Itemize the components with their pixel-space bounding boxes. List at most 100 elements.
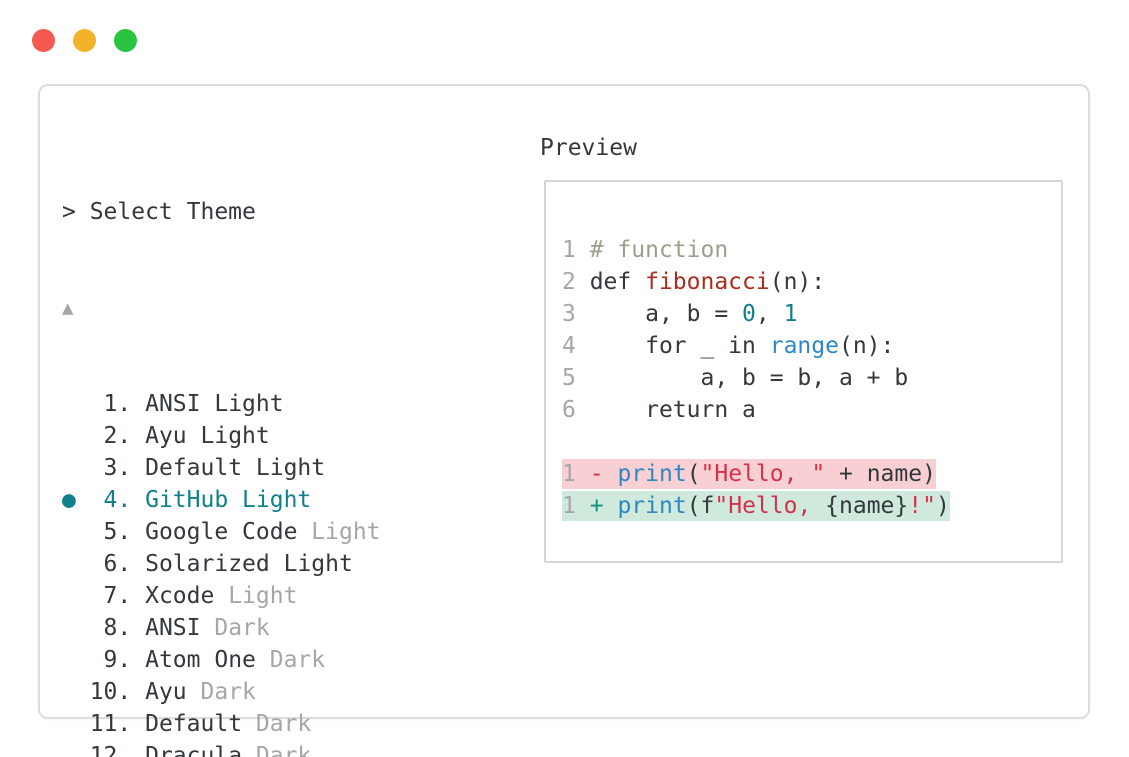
- theme-list-item[interactable]: 1. ANSI Light: [62, 388, 879, 420]
- diff-line-added: 1 + print(f"Hello, {name}!"): [562, 490, 1061, 522]
- theme-list-item[interactable]: ● 4. GitHub Light: [62, 484, 879, 516]
- text-segment: 6.: [75, 551, 146, 577]
- text-segment: Light: [228, 583, 298, 609]
- text-segment: [604, 493, 618, 519]
- diff-line-removed: 1 - print("Hello, " + name): [562, 458, 1061, 490]
- text-segment: fibonacci: [645, 269, 770, 295]
- diff-highlight: 1 - print("Hello, " + name): [562, 459, 936, 489]
- text-segment: ANSI: [145, 391, 215, 417]
- text-segment: Dark: [269, 647, 326, 673]
- text-segment: 2: [562, 269, 590, 295]
- text-segment: for _ in: [589, 333, 770, 359]
- theme-list-item[interactable]: 2. Ayu Light: [62, 420, 879, 452]
- theme-list-item[interactable]: 9. Atom One Dark: [62, 644, 879, 676]
- text-segment: [62, 711, 76, 737]
- text-segment: Light: [242, 487, 312, 513]
- text-segment: GitHub: [145, 487, 243, 513]
- text-segment: [604, 461, 618, 487]
- text-segment: Dark: [200, 679, 256, 705]
- text-segment: Dark: [255, 743, 312, 757]
- code-line: 1 # function: [562, 234, 1061, 266]
- text-segment: return a: [589, 397, 756, 423]
- text-segment: 12.: [75, 743, 146, 757]
- text-segment: (n):: [838, 333, 895, 359]
- text-segment: 1: [783, 301, 798, 327]
- preview-title: Preview: [540, 135, 637, 161]
- theme-list-item[interactable]: 7. Xcode Light: [62, 580, 879, 612]
- text-segment: [62, 743, 76, 757]
- text-segment: [62, 391, 76, 417]
- text-segment: "Hello,: [714, 493, 826, 519]
- text-segment: 3.: [75, 455, 146, 481]
- text-segment: Atom One: [145, 647, 270, 673]
- app-window: > Select Theme ▲ 1. ANSI Light 2. Ayu Li…: [38, 84, 1090, 757]
- theme-list-item[interactable]: 10. Ayu Dark: [62, 676, 879, 708]
- text-segment: + name): [825, 461, 936, 487]
- theme-list-item[interactable]: 6. Solarized Light: [62, 548, 879, 580]
- text-segment: ,: [755, 301, 784, 327]
- text-segment: 7.: [75, 583, 146, 609]
- text-segment: (: [686, 461, 701, 487]
- text-segment: Light: [311, 519, 381, 545]
- text-segment: [576, 493, 590, 519]
- text-segment: 4.: [75, 487, 146, 513]
- window-controls: [32, 29, 137, 52]
- text-segment: ANSI: [145, 615, 215, 641]
- text-segment: a, b = b, a + b: [589, 365, 909, 391]
- text-segment: {name}: [825, 493, 909, 519]
- theme-list-item[interactable]: 12. Dracula Dark: [62, 740, 879, 757]
- text-segment: 5: [562, 365, 590, 391]
- text-segment: 0: [742, 301, 756, 327]
- text-segment: [62, 647, 76, 673]
- code-line: 2 def fibonacci(n):: [562, 266, 1061, 298]
- scroll-up-icon[interactable]: ▲: [62, 297, 74, 319]
- text-segment: [62, 423, 76, 449]
- text-segment: -: [589, 461, 604, 487]
- code-line: 3 a, b = 0, 1: [562, 298, 1061, 330]
- theme-selector-pane: > Select Theme ▲ 1. ANSI Light 2. Ayu Li…: [62, 132, 879, 757]
- close-button[interactable]: [32, 29, 55, 52]
- text-segment: Light: [200, 423, 270, 449]
- select-theme-prompt: > Select Theme: [62, 199, 256, 225]
- minimize-button[interactable]: [73, 29, 96, 52]
- theme-list-item[interactable]: 3. Default Light: [62, 452, 879, 484]
- text-segment: 3: [562, 301, 590, 327]
- text-segment: ●: [62, 487, 76, 513]
- text-segment: Light: [255, 455, 326, 481]
- theme-list-item[interactable]: 11. Default Dark: [62, 708, 879, 740]
- theme-list-item[interactable]: 5. Google Code Light: [62, 516, 879, 548]
- theme-list-item[interactable]: 8. ANSI Dark: [62, 612, 879, 644]
- text-segment: print: [617, 461, 687, 487]
- text-segment: [62, 551, 76, 577]
- text-segment: Dark: [214, 615, 270, 641]
- text-segment: [576, 461, 590, 487]
- code-line: 6 return a: [562, 394, 1061, 426]
- text-segment: Solarized: [145, 551, 284, 577]
- code-line: 5 a, b = b, a + b: [562, 362, 1061, 394]
- text-segment: range: [769, 333, 839, 359]
- text-segment: (f: [686, 493, 715, 519]
- text-segment: +: [589, 493, 604, 519]
- text-segment: Dracula: [145, 743, 256, 757]
- text-segment: Ayu: [145, 423, 201, 449]
- text-segment: 11.: [75, 711, 146, 737]
- text-segment: Google Code: [145, 519, 312, 545]
- text-segment: a, b =: [589, 301, 743, 327]
- code-line: 4 for _ in range(n):: [562, 330, 1061, 362]
- text-segment: 1.: [75, 391, 146, 417]
- text-segment: 8.: [75, 615, 146, 641]
- text-segment: Xcode: [145, 583, 229, 609]
- text-segment: [62, 615, 76, 641]
- text-segment: [62, 679, 76, 705]
- text-segment: Default: [145, 711, 256, 737]
- text-segment: (n):: [769, 269, 826, 295]
- blank-line: [562, 426, 1061, 458]
- zoom-button[interactable]: [114, 29, 137, 52]
- text-segment: Default: [145, 455, 256, 481]
- text-segment: Light: [214, 391, 284, 417]
- text-segment: print: [617, 493, 687, 519]
- theme-list: 1. ANSI Light 2. Ayu Light 3. Default Li…: [62, 388, 879, 757]
- text-segment: 1: [562, 461, 576, 487]
